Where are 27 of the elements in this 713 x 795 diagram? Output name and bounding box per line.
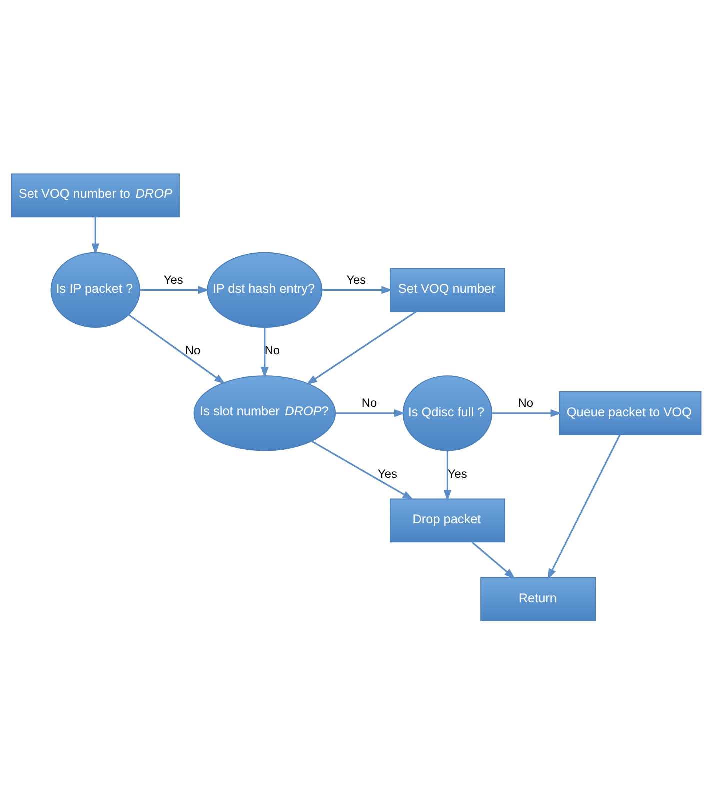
- edge-label: Yes: [346, 272, 366, 287]
- edge-label: No: [264, 344, 280, 358]
- arrow: [128, 314, 226, 384]
- node-ellipse: IP dst hash entry?: [207, 252, 323, 328]
- node-box: Queue packet to VOQ: [559, 391, 702, 436]
- edge-label: No: [362, 396, 378, 410]
- node-box: Drop packet: [390, 498, 506, 543]
- edge-label: No: [518, 396, 534, 410]
- arrow: [306, 311, 417, 386]
- node-box: Set VOQ number: [390, 268, 506, 312]
- arrow: [140, 286, 210, 294]
- arrow: [444, 450, 452, 502]
- node-box: Return: [480, 577, 596, 622]
- arrow: [261, 328, 269, 378]
- arrow: [312, 440, 414, 500]
- edge-label: Yes: [378, 466, 398, 481]
- arrow: [548, 434, 621, 580]
- arrow: [336, 410, 406, 418]
- node-ellipse: Is Qdisc full ?: [402, 376, 493, 452]
- edge-label: No: [185, 344, 201, 358]
- arrow: [472, 542, 516, 580]
- arrow: [322, 286, 393, 294]
- arrow: [92, 217, 100, 255]
- edge-label: Yes: [164, 272, 184, 287]
- node-box: Set VOQ number to DROP: [11, 174, 180, 218]
- node-ellipse: Is IP packet ?: [50, 252, 140, 328]
- arrow: [492, 410, 562, 418]
